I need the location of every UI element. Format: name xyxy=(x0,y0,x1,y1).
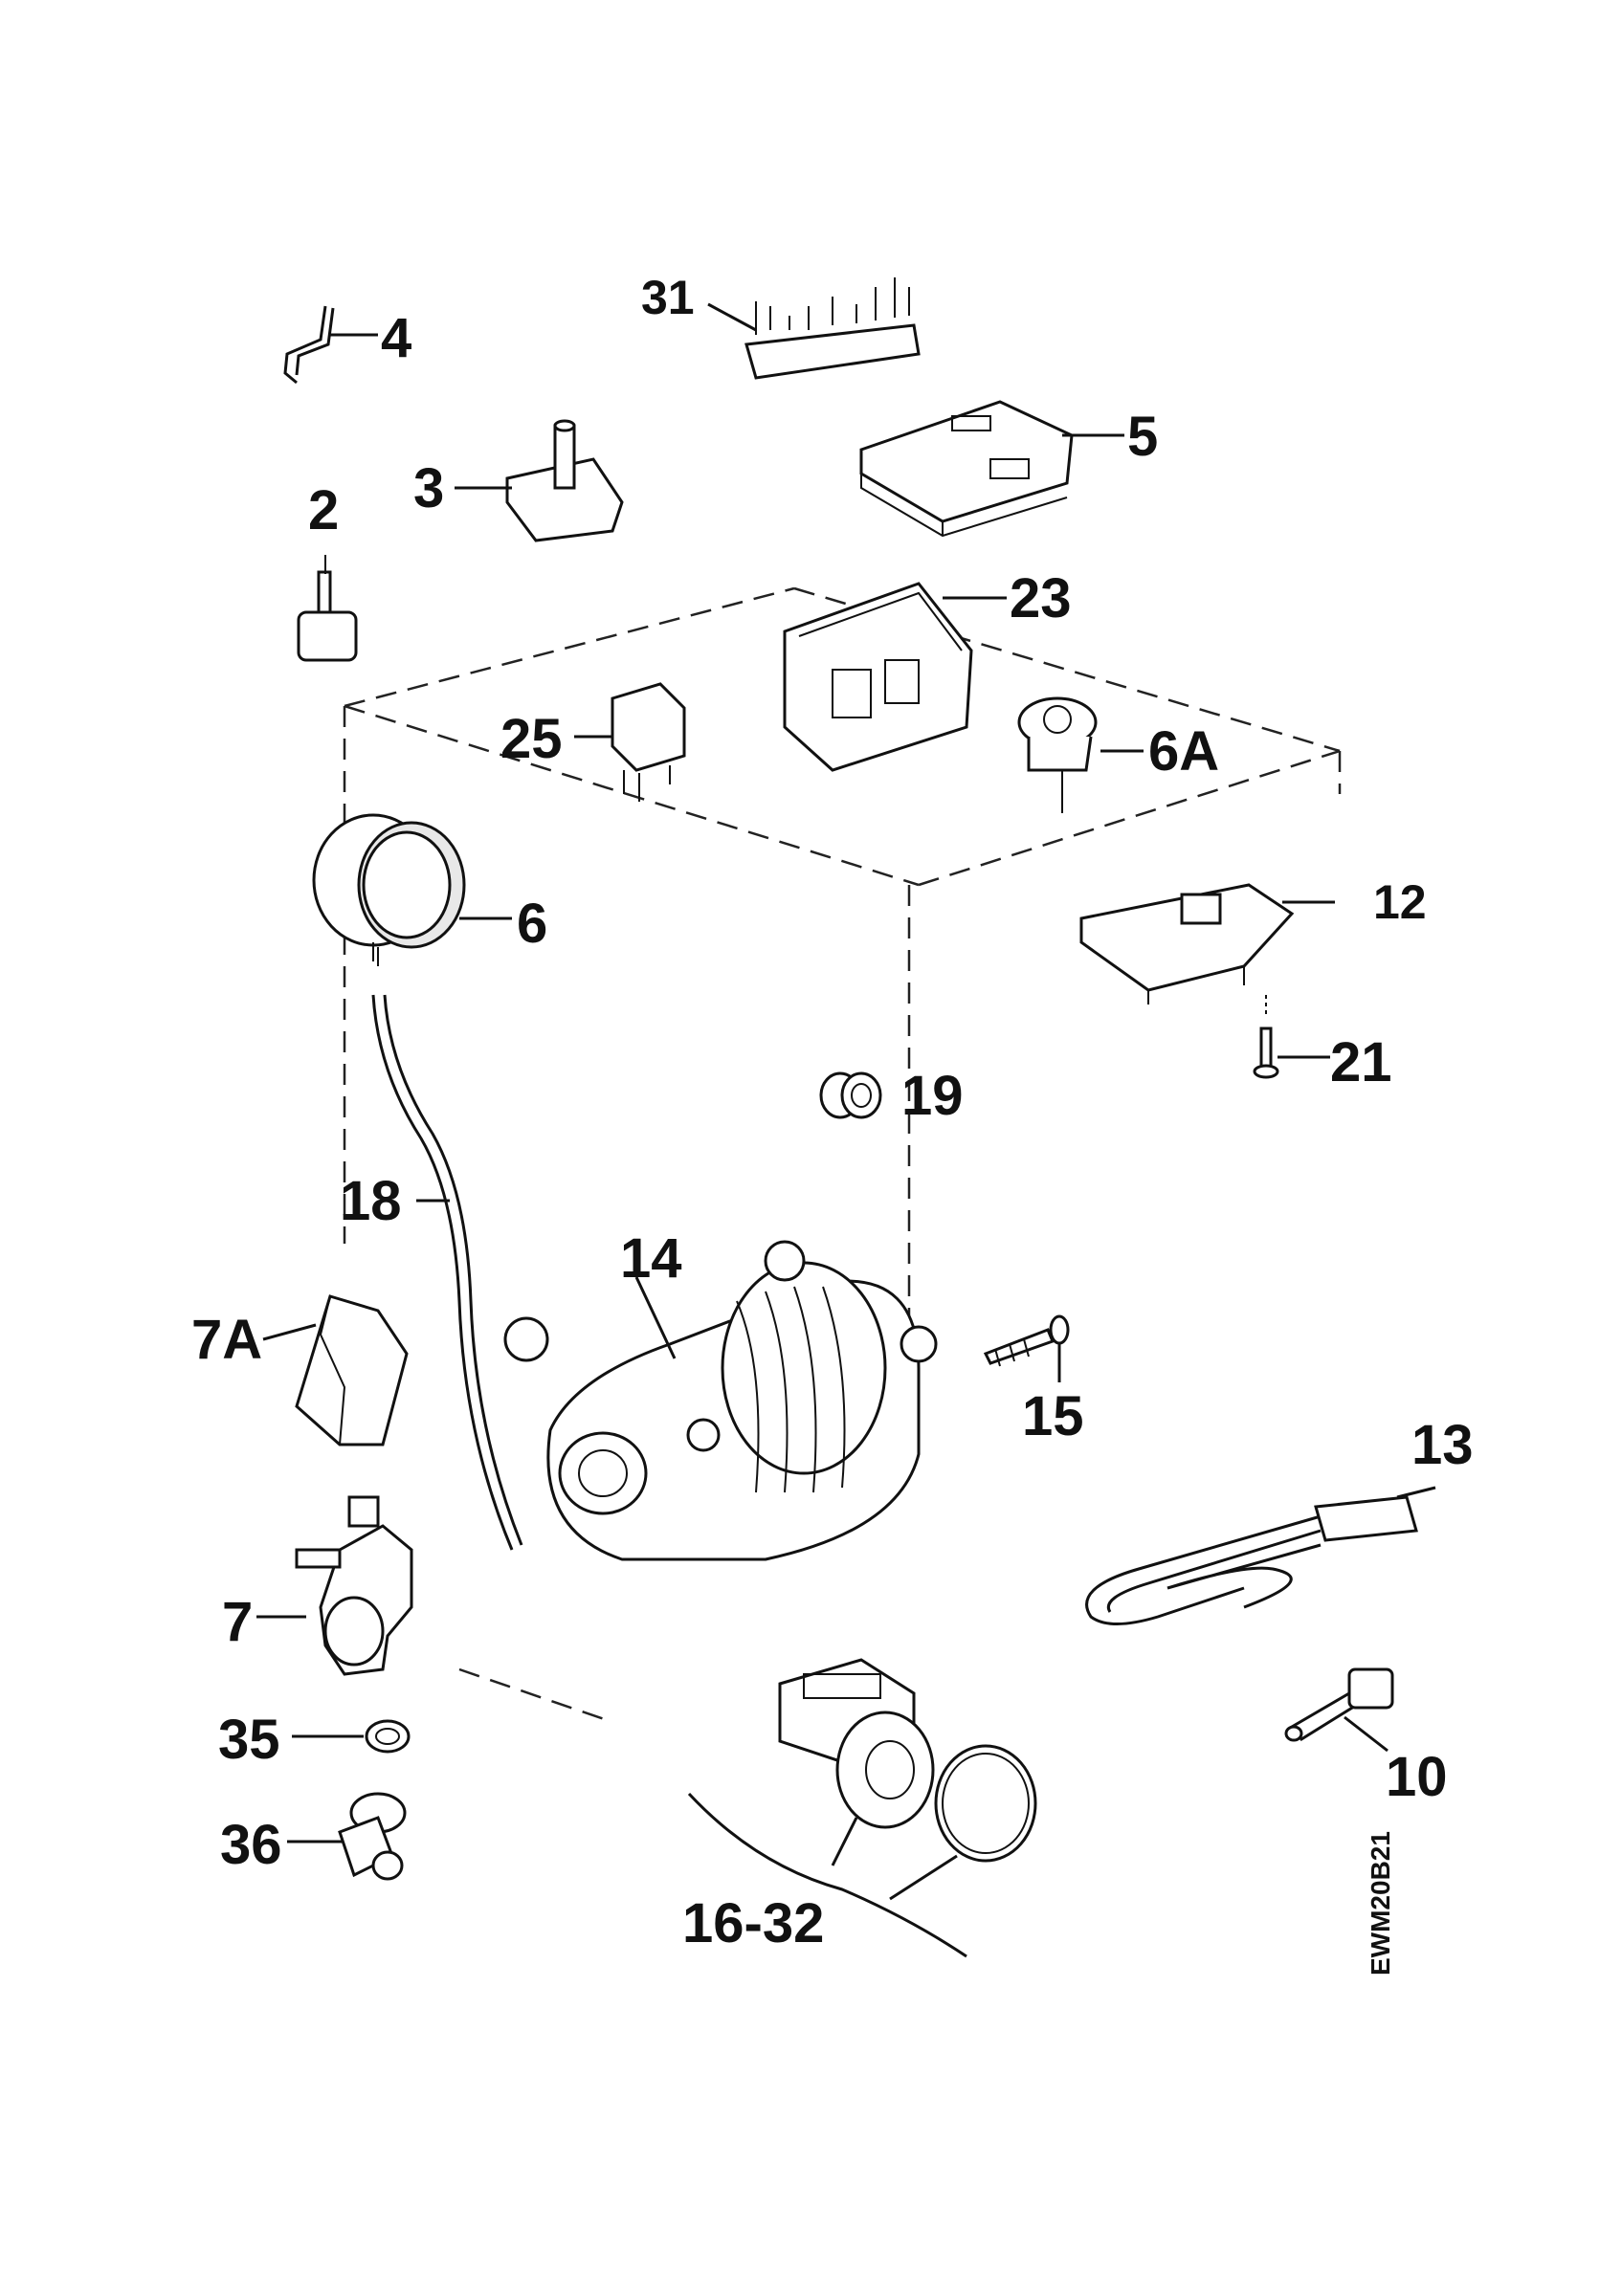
label-23: 23 xyxy=(1010,567,1072,629)
part-5-electronic-board: 5 xyxy=(859,400,1158,538)
label-10: 10 xyxy=(1386,1746,1448,1808)
part-35-seal-ring: 35 xyxy=(218,1709,411,1771)
label-31: 31 xyxy=(641,271,695,324)
label-13: 13 xyxy=(1411,1414,1474,1476)
label-7: 7 xyxy=(222,1591,253,1653)
label-12: 12 xyxy=(1373,875,1427,929)
part-18-hose: 18 xyxy=(340,994,523,1551)
part-14-motor: 14 xyxy=(503,1227,938,1561)
label-4: 4 xyxy=(381,307,411,369)
part-16-32-drain-pump: 16-32 xyxy=(682,1658,1037,1958)
part-19-bushing: 19 xyxy=(819,1065,964,1127)
part-36-hose-connector: 36 xyxy=(220,1792,407,1881)
label-7A: 7A xyxy=(191,1309,262,1371)
part-6A-pressure-switch: 6A xyxy=(1017,696,1219,813)
label-16-32: 16-32 xyxy=(682,1892,824,1954)
part-12-door-interlock: 12 xyxy=(1079,875,1427,1004)
part-15-screw: 15 xyxy=(983,1314,1084,1447)
part-10-ntc-sensor: 10 xyxy=(1284,1667,1448,1808)
part-21-screw: 21 xyxy=(1253,995,1392,1093)
drawing-code: EWM20B21 xyxy=(1366,1831,1395,1976)
part-6-programmer: 6 xyxy=(312,813,547,966)
label-36: 36 xyxy=(220,1814,282,1876)
label-5: 5 xyxy=(1127,406,1158,468)
part-23-control-module: 23 xyxy=(783,567,1072,772)
label-2: 2 xyxy=(308,479,339,541)
label-35: 35 xyxy=(218,1709,280,1771)
label-15: 15 xyxy=(1022,1385,1084,1447)
part-25-relay: 25 xyxy=(500,682,686,802)
label-6A: 6A xyxy=(1148,720,1219,783)
cabinet-outline xyxy=(343,586,1342,1724)
label-18: 18 xyxy=(340,1170,402,1232)
part-31-connector-bracket: 31 xyxy=(641,271,921,380)
label-3: 3 xyxy=(413,457,444,519)
label-19: 19 xyxy=(901,1065,964,1127)
part-2-potentiometer: 2 xyxy=(297,479,358,662)
label-25: 25 xyxy=(500,708,563,770)
part-4-sensor-wire: 4 xyxy=(283,305,411,385)
label-21: 21 xyxy=(1330,1031,1392,1093)
label-14: 14 xyxy=(620,1227,682,1290)
part-3-selector-switch: 3 xyxy=(413,419,624,542)
label-6: 6 xyxy=(517,893,547,955)
part-13-heating-element: 13 xyxy=(1085,1414,1474,1625)
part-7-inlet-valve: 7 xyxy=(222,1495,413,1676)
part-7A-clip: 7A xyxy=(191,1294,409,1446)
